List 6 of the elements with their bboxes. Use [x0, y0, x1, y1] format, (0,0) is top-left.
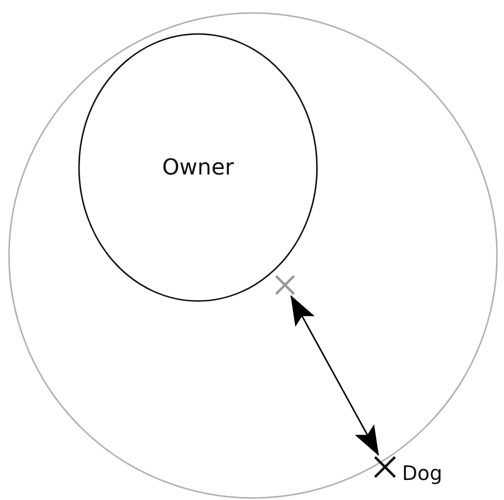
node-label: Owner [161, 155, 235, 180]
node-label: Dog [402, 461, 442, 485]
circle [78, 33, 318, 302]
double-arrow [290, 295, 380, 456]
outer-circle [8, 12, 498, 499]
cross-mark [274, 274, 296, 296]
